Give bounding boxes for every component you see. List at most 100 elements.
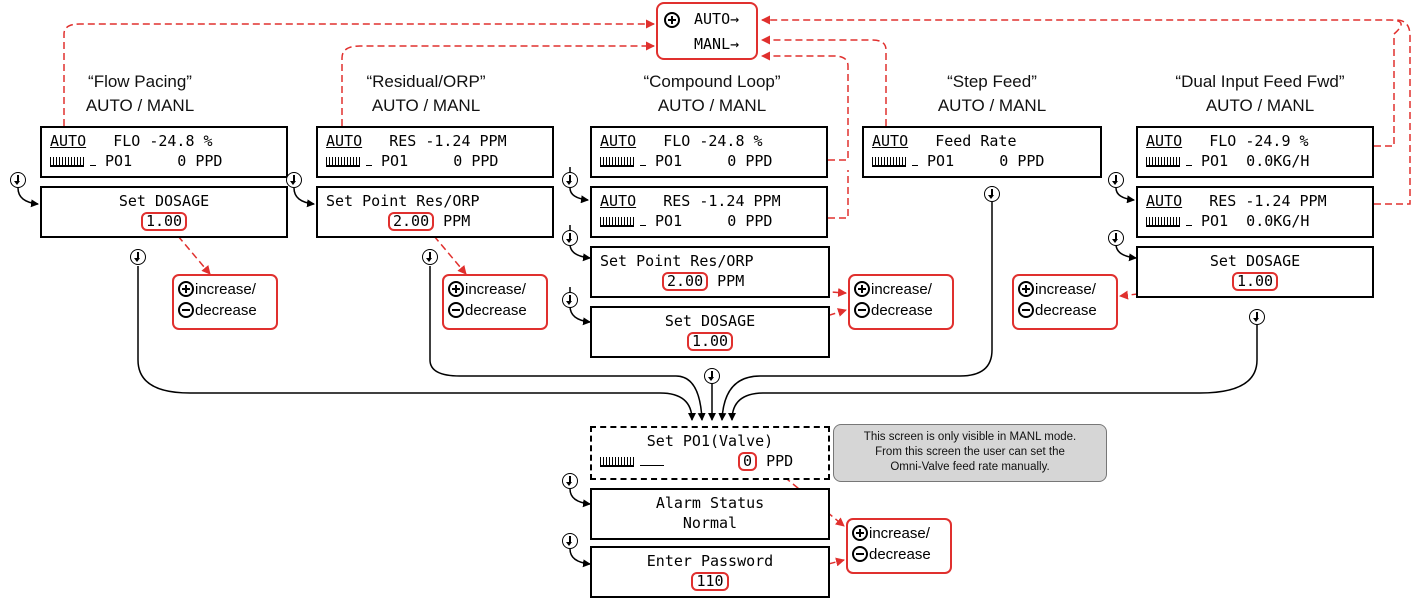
mode-indicator: AUTO	[326, 132, 363, 150]
down-arrow-button-icon[interactable]	[1108, 172, 1124, 188]
setpoint-value[interactable]: 2.00	[388, 212, 435, 231]
increase-label: increase/	[1035, 281, 1096, 298]
lcd-compound-flo: AUTO FLO -24.8 % PO1 0 PPD	[590, 126, 828, 178]
mode-header-step-feed: “Step Feed” AUTO / MANL	[882, 70, 1102, 118]
password-value[interactable]: 110	[691, 572, 729, 591]
lcd-title: Set Point Res/ORP	[600, 252, 754, 270]
flow-line-step	[718, 202, 993, 421]
plus-circle-icon[interactable]	[1018, 281, 1034, 297]
mode-title: “Compound Loop”	[643, 72, 781, 91]
mode-subtitle: AUTO / MANL	[371, 96, 481, 115]
mode-link-compound-res	[828, 170, 849, 219]
adjust-link-flow	[177, 235, 211, 275]
down-arrow-button-icon[interactable]	[984, 186, 1000, 202]
lcd-title: Set Point Res/ORP	[326, 192, 480, 210]
minus-circle-icon[interactable]	[852, 546, 868, 562]
increase-label: increase/	[195, 281, 256, 298]
lcd-dual-res: AUTO RES -1.24 PPM PO1 0.0KG/H	[1136, 186, 1374, 238]
mode-link-flow	[63, 19, 655, 126]
down-arrow-button-icon[interactable]	[562, 473, 578, 489]
lcd-title: Set DOSAGE	[118, 192, 210, 210]
mode-link-dual	[761, 15, 1402, 147]
down-arrow-button-icon[interactable]	[422, 249, 438, 265]
dosage-value[interactable]: 1.00	[686, 332, 734, 351]
flow-line-dual	[728, 325, 1258, 421]
po1-value[interactable]: 0	[738, 452, 758, 471]
mode-title: “Step Feed”	[947, 72, 1037, 91]
lcd-residual-main: AUTO RES -1.24 PPM PO1 0 PPD	[316, 126, 554, 178]
po1-unit: PPD	[766, 452, 794, 470]
lcd-alarm-status: Alarm Status Normal	[590, 488, 830, 540]
dosage-value[interactable]: 1.00	[1231, 272, 1279, 291]
plus-circle-icon[interactable]	[852, 525, 868, 541]
minus-circle-icon[interactable]	[1018, 302, 1034, 318]
output-reading: PO1 0 PPD	[655, 212, 773, 230]
output-reading: PO1 0.0KG/H	[1201, 152, 1310, 170]
manl-label: MANL→	[694, 35, 740, 53]
note-line: This screen is only visible in MANL mode…	[863, 431, 1077, 443]
flow-reading: FLO -24.8 %	[113, 132, 213, 150]
flow-arrow	[17, 187, 39, 208]
down-arrow-button-icon[interactable]	[562, 292, 578, 308]
flow-arrow	[569, 548, 591, 568]
minus-circle-icon[interactable]	[448, 302, 464, 318]
down-arrow-button-icon[interactable]	[130, 249, 146, 265]
level-bar	[50, 156, 84, 167]
down-arrow-button-icon[interactable]	[10, 172, 26, 188]
mode-title: “Flow Pacing”	[88, 72, 192, 91]
mode-subtitle: AUTO / MANL	[937, 96, 1047, 115]
feed-rate-label: Feed Rate	[935, 132, 1017, 150]
decrease-label: decrease	[871, 302, 933, 319]
note-line: From this screen the user can set the	[875, 446, 1065, 458]
mode-header-residual: “Residual/ORP” AUTO / MANL	[316, 70, 536, 118]
adjust-hint-bottom: increase/ decrease	[846, 518, 952, 574]
down-arrow-button-icon[interactable]	[562, 533, 578, 549]
flow-line-residual	[429, 266, 706, 421]
lcd-dual-dosage: Set DOSAGE 1.00	[1136, 246, 1374, 298]
output-reading: PO1 0 PPD	[381, 152, 499, 170]
level-bar	[326, 156, 360, 167]
flow-arrow	[1115, 243, 1137, 262]
down-arrow-button-icon[interactable]	[1249, 309, 1265, 325]
setpoint-unit: PPM	[717, 272, 745, 290]
down-arrow-button-icon[interactable]	[562, 172, 578, 188]
lcd-set-po1: Set PO1(Valve) 0 PPD	[590, 426, 830, 480]
plus-circle-icon[interactable]	[448, 281, 464, 297]
mode-indicator: AUTO	[1146, 192, 1183, 210]
flow-line-flow-pacing	[137, 266, 696, 421]
plus-circle-icon[interactable]	[664, 12, 680, 28]
mode-indicator: AUTO	[872, 132, 909, 150]
down-arrow-button-icon[interactable]	[704, 368, 720, 384]
mode-header-compound-loop: “Compound Loop” AUTO / MANL	[592, 70, 832, 118]
flow-reading: FLO -24.9 %	[1209, 132, 1309, 150]
setpoint-value[interactable]: 2.00	[662, 272, 709, 291]
note-line: Omni-Valve feed rate manually.	[890, 461, 1050, 473]
manual-mode-note: This screen is only visible in MANL mode…	[833, 424, 1107, 482]
level-bar	[600, 156, 634, 167]
down-arrow-button-icon[interactable]	[1108, 230, 1124, 246]
minus-circle-icon[interactable]	[854, 302, 870, 318]
flow-arrow	[1115, 187, 1135, 204]
lcd-flow-pacing-main: AUTO FLO -24.8 % PO1 0 PPD	[40, 126, 288, 178]
mode-title: “Dual Input Feed Fwd”	[1175, 72, 1345, 91]
level-bar	[600, 456, 634, 467]
decrease-label: decrease	[195, 302, 257, 319]
mode-link-compound	[761, 51, 849, 161]
plus-circle-icon[interactable]	[178, 281, 194, 297]
level-bar	[1146, 156, 1180, 167]
flow-arrow	[569, 305, 591, 326]
down-arrow-button-icon[interactable]	[286, 172, 302, 188]
mode-indicator: AUTO	[1146, 132, 1183, 150]
lcd-step-feed-main: AUTO Feed Rate PO1 0 PPD	[862, 126, 1102, 178]
minus-circle-icon[interactable]	[178, 302, 194, 318]
adjust-hint-residual: increase/ decrease	[442, 274, 548, 330]
dosage-value[interactable]: 1.00	[140, 212, 188, 231]
decrease-label: decrease	[869, 546, 931, 563]
mode-subtitle: AUTO / MANL	[1205, 96, 1315, 115]
flow-arrow	[569, 488, 591, 508]
down-arrow-button-icon[interactable]	[562, 230, 578, 246]
plus-circle-icon[interactable]	[854, 281, 870, 297]
auto-manual-switch[interactable]: AUTO→ MANL→	[656, 2, 758, 60]
flow-reading: FLO -24.8 %	[663, 132, 763, 150]
level-bar	[1146, 216, 1180, 227]
